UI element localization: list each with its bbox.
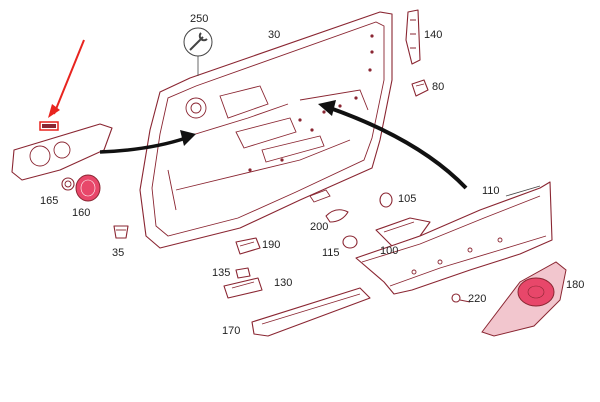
callout-180: 180 [566,279,584,291]
callout-35: 35 [112,247,124,259]
callout-140: 140 [424,29,442,41]
callout-165: 165 [40,195,58,207]
callout-100: 100 [380,245,398,257]
part-105 [379,192,393,208]
black-arrow-right [318,100,468,190]
part-170 [251,287,371,337]
wrench-symbol-250 [183,27,213,76]
callout-200: 200 [310,221,328,233]
callout-115: 115 [322,247,340,259]
part-80 [411,79,429,97]
part-140 [405,9,421,65]
speaker-160 [75,174,101,202]
callout-170: 170 [222,325,240,337]
part-130 [223,277,263,299]
mirror-trim-cover [11,121,113,181]
door-frame-30 [139,11,393,249]
part-35 [113,225,129,239]
callout-80: 80 [432,81,444,93]
callout-130: 130 [274,277,292,289]
part-115 [342,235,358,249]
part-100 [375,217,431,247]
callout-160: 160 [72,207,90,219]
red-pointer-arrow [48,39,85,118]
speaker-grille-180 [481,261,567,337]
panel-110 [355,181,553,295]
black-arrow-left [99,130,196,154]
callout-190: 190 [262,239,280,251]
callout-105: 105 [398,193,416,205]
callout-110: 110 [482,185,500,197]
part-220 [451,293,471,303]
part-190 [235,237,261,255]
callout-250: 250 [190,13,208,25]
callout-220: 220 [468,293,486,305]
part-135 [235,267,251,279]
callout-30: 30 [268,29,280,41]
callout-135: 135 [212,267,230,279]
part-165 [61,177,75,191]
part-200 [325,209,349,223]
